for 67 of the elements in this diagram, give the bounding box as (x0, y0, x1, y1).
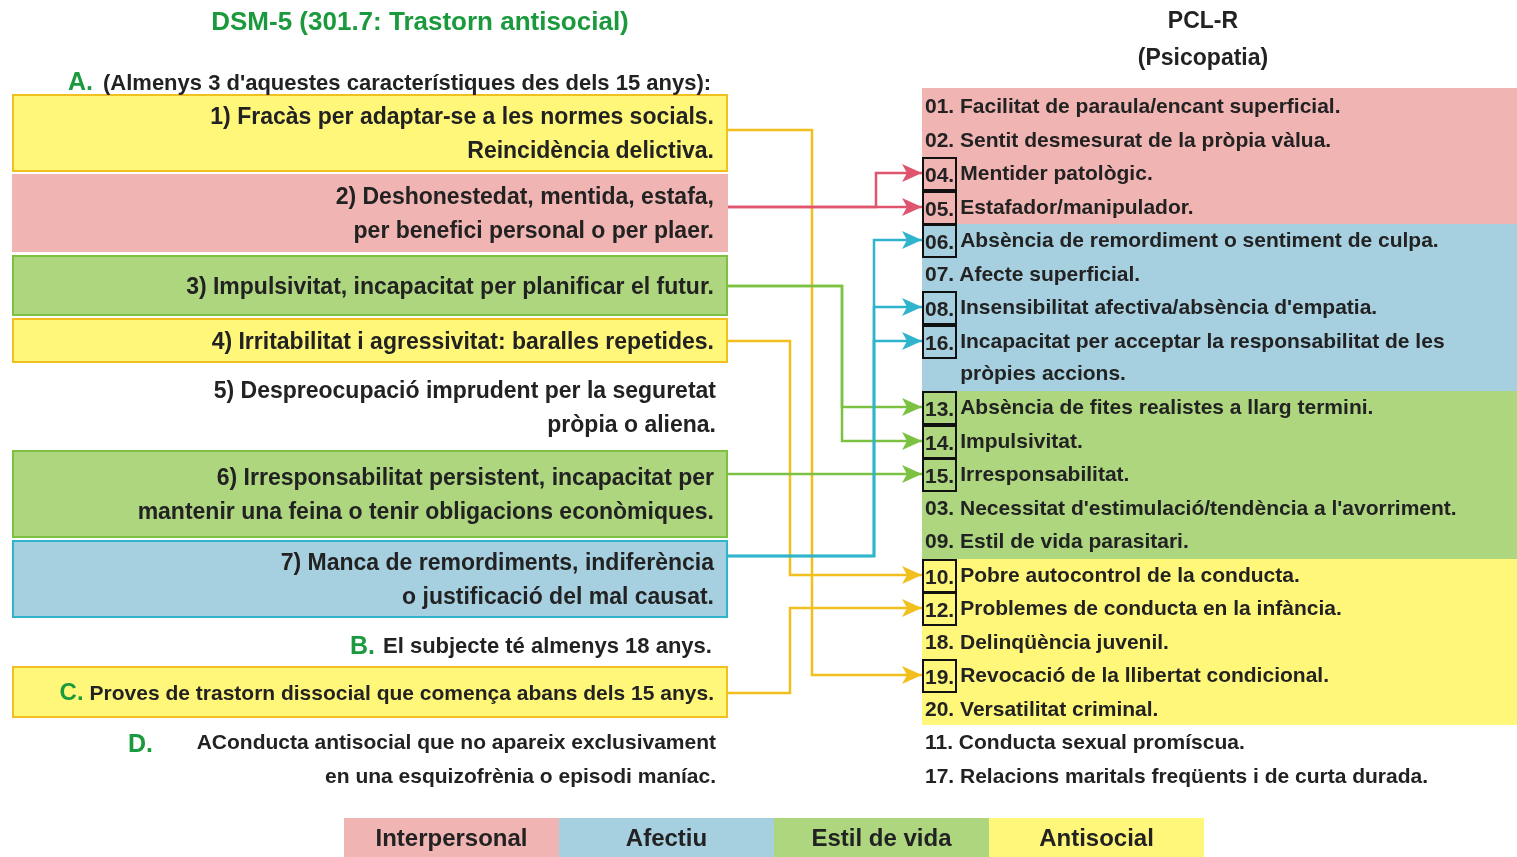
item-description: Impulsivitat. (960, 428, 1084, 454)
criterion-text: Proves de trastorn dissocial que comença abans dels 15 anys. (89, 681, 714, 704)
item-description: Irresponsabilitat. (960, 461, 1131, 487)
criterion-box (12, 174, 728, 252)
number-box: 04. (922, 157, 958, 191)
number-box: 16. (922, 325, 958, 359)
criterion-box (12, 450, 728, 538)
criterion-text: 4) Irritabilitat i agressivitat: baralles repetides. (211, 327, 714, 354)
criterion-box (12, 540, 728, 618)
item-description: Estafador/manipulador. (960, 194, 1195, 220)
legend-item: Estil de vida (774, 818, 989, 857)
criterion-box (12, 255, 728, 316)
item-description: Mentider patològic. (960, 160, 1154, 186)
text-label: B. (350, 630, 376, 661)
category-band (922, 88, 1517, 224)
criterion-letter: C. (59, 678, 84, 705)
number-box: 08. (922, 291, 958, 325)
number-box: 12. (922, 592, 958, 626)
number-box: 06. (922, 224, 958, 258)
legend-item: Antisocial (989, 818, 1204, 857)
item-text: 18. Delinqüència juvenil. (925, 626, 1169, 658)
text-label: D. (128, 728, 154, 759)
item-description: Absència de remordiment o sentiment de culpa. (960, 227, 1440, 253)
title: DSM-5 (301.7: Trastorn antisocial) (210, 5, 630, 38)
text-label: (Almenys 3 d'aquestes característiques des dels 15 anys): (103, 69, 713, 97)
item-description: Incapacitat per acceptar la responsabilitat de les pròpies accions. (960, 328, 1446, 386)
arrow (728, 599, 922, 695)
number-box: 14. (922, 425, 958, 459)
arrow (728, 465, 922, 483)
item-description: Revocació de la llibertat condicional. (960, 662, 1330, 688)
text-label: A. (68, 66, 94, 97)
number-box: 15. (922, 458, 958, 492)
item-description: Absència de fites realistes a llarg termini. (960, 394, 1375, 420)
number-box: 10. (922, 559, 958, 593)
criterion-box (12, 94, 728, 172)
item-description: Insensibilitat afectiva/absència d'empatia. (960, 294, 1379, 320)
text-label: PCL-R (Psicopatia) (1136, 6, 1270, 72)
item-description: Problemes de conducta en la infància. (960, 595, 1343, 621)
arrow (728, 284, 922, 450)
item-text: 03. Necessitat d'estimulació/tendència a l'avorriment. (925, 492, 1457, 524)
number-box: 19. (922, 659, 958, 693)
arrow (728, 198, 922, 216)
legend-item: Interpersonal (344, 818, 559, 857)
number-box: 13. (922, 391, 958, 425)
text-label: AConducta antisocial que no apareix exclusivament en una esquizofrènia o episodi maníac. (195, 729, 716, 789)
criterion-text: 6) Irresponsabilitat persistent, incapacitat per mantenir una feina o tenir obligacions econòmiques. (137, 464, 714, 524)
item-description: Pobre autocontrol de la conducta. (960, 562, 1301, 588)
item-text: 09. Estil de vida parasitari. (925, 525, 1189, 557)
item-text: 01. Facilitat de paraula/encant superficial. (925, 90, 1341, 122)
text-label: El subjecte té almenys 18 anys. (383, 632, 713, 660)
legend-item: Afectiu (559, 818, 774, 857)
item-text: 02. Sentit desmesurat de la pròpia vàlua. (925, 124, 1332, 156)
arrow (728, 128, 922, 684)
text-label: 11. Conducta sexual promíscua. (925, 729, 1246, 755)
category-band (922, 224, 1517, 391)
category-band (922, 559, 1517, 725)
category-band (922, 391, 1517, 559)
criterion-box (12, 666, 728, 718)
item-text: 07. Afecte superficial. (925, 258, 1141, 290)
item-text: 20. Versatilitat criminal. (925, 693, 1159, 725)
criterion-text: 7) Manca de remordiments, indiferència o justificació del mal causat. (280, 549, 714, 609)
criterion-box (12, 318, 728, 363)
text-label: 5) Despreocupació imprudent per la seguretat pròpia o aliena. (212, 376, 716, 439)
criterion-text: 3) Impulsivitat, incapacitat per planificar el futur. (186, 272, 714, 299)
criterion-text: 2) Deshonestedat, mentida, estafa, per benefici personal o per plaer. (335, 183, 714, 243)
criterion-text: 1) Fracàs per adaptar-se a les normes socials. Reincidència delictiva. (210, 103, 714, 163)
text-label: 17. Relacions maritals freqüents i de curta durada. (925, 763, 1429, 789)
